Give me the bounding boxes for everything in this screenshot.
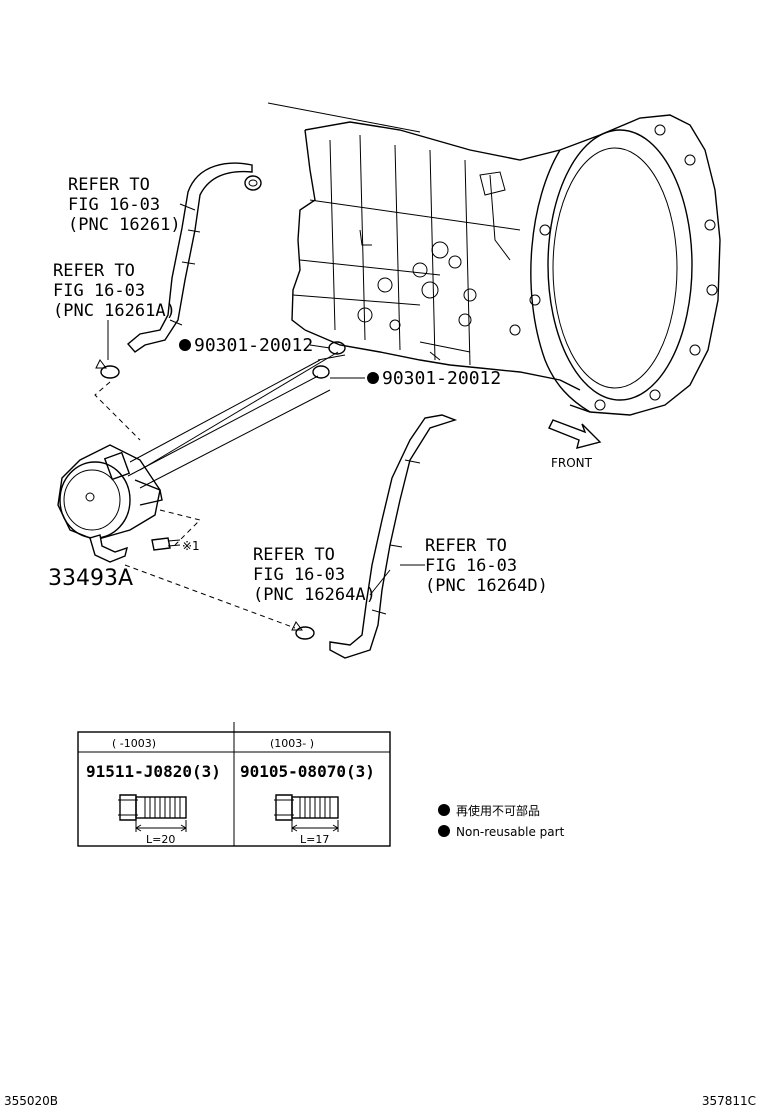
mounting-bolt	[151, 537, 181, 551]
refer-callout-16261-line1: REFER TO	[68, 175, 150, 195]
footer-code-right: 357811C	[702, 1094, 756, 1108]
refer-callout-16261-line3: (PNC 16261)	[68, 215, 181, 235]
oil-cooler	[57, 444, 163, 563]
refer-callout-16264d-line1: REFER TO	[425, 536, 507, 556]
front-arrow	[548, 419, 602, 449]
leader-lines	[107, 203, 425, 596]
non-reusable-marker-2	[367, 372, 379, 384]
footer-code-left: 355020B	[4, 1094, 58, 1108]
legend-text-jp: 再使用不可部品	[456, 803, 540, 818]
table-part-col2: 90105-08070(3)	[240, 762, 375, 781]
table-part-col1: 91511-J0820(3)	[86, 762, 221, 781]
legend-marker-jp	[438, 804, 450, 816]
refer-callout-16264a-line2: FIG 16-03	[253, 565, 345, 585]
bolt-drawing-col2	[274, 794, 339, 832]
gasket-part-number-1: 90301-20012	[194, 335, 313, 356]
refer-callout-16261a-line1: REFER TO	[53, 261, 135, 281]
refer-callout-16264a-line1: REFER TO	[253, 545, 335, 565]
upper-oil-hose	[127, 162, 262, 353]
refer-callout-16264d-line2: FIG 16-03	[425, 556, 517, 576]
gasket-part-number-2: 90301-20012	[382, 368, 501, 389]
legend: 再使用不可部品 Non-reusable part	[438, 803, 565, 839]
bolt-note: ※1	[182, 539, 200, 553]
legend-marker-en	[438, 825, 450, 837]
bolt-drawing-col1	[118, 794, 187, 832]
hose-clamp-upper	[95, 359, 120, 379]
table-length-col1: L=20	[146, 833, 175, 846]
refer-callout-16261a-line2: FIG 16-03	[53, 281, 145, 301]
front-label: FRONT	[551, 456, 593, 470]
table-length-col2: L=17	[300, 833, 329, 846]
oil-cooler-part-number: 33493A	[48, 566, 133, 591]
refer-callout-16264a-line3: (PNC 16264A)	[253, 585, 376, 605]
table-range-col1: ( -1003)	[112, 737, 156, 750]
refer-callout-16261a-line3: (PNC 16261A)	[53, 301, 176, 321]
lower-oil-hose	[329, 414, 458, 659]
table-range-col2: (1003- )	[270, 737, 314, 750]
transmission-housing	[267, 102, 721, 416]
refer-callout-16264d-line3: (PNC 16264D)	[425, 576, 548, 596]
non-reusable-marker-1	[179, 339, 191, 351]
refer-callout-16261-line2: FIG 16-03	[68, 195, 160, 215]
legend-text-en: Non-reusable part	[456, 825, 565, 839]
alignment-lines	[94, 351, 346, 629]
hose-clamp-lower	[291, 621, 315, 640]
bolt-table: ( -1003) (1003- ) 91511-J0820(3) 90105-0…	[77, 722, 391, 847]
